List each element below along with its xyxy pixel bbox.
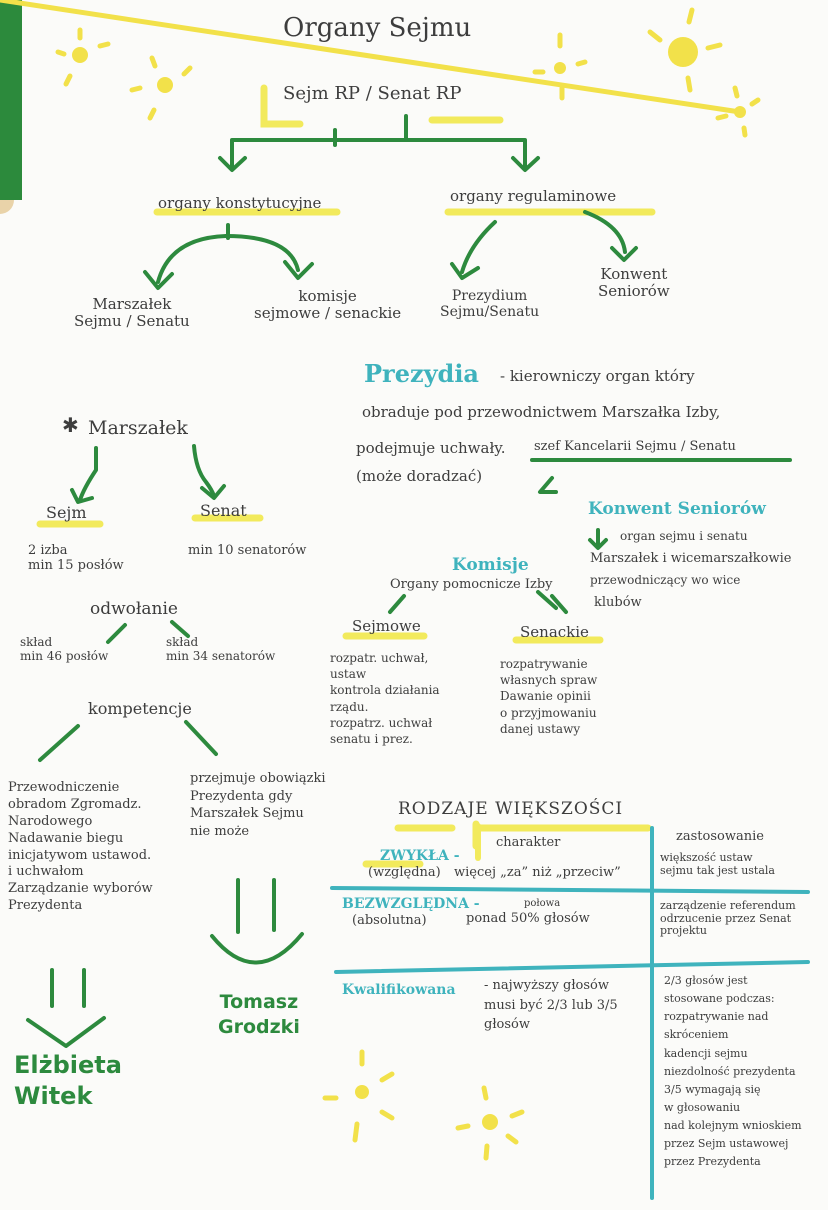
majority-row2-alt: (absolutna)	[352, 913, 427, 928]
prezydium-line3: podejmuje uchwały.	[356, 439, 506, 457]
majority-row1-char: więcej „za” niż „przeciw”	[454, 865, 621, 880]
highlight-marks	[36, 84, 656, 868]
marszalek-sejm-person: Elżbieta Witek	[14, 1051, 122, 1111]
majority-row3-name: Kwalifikowana	[342, 982, 456, 998]
komisje-sejmowe-label: Sejmowe	[352, 617, 421, 635]
prezydium-line3b: szef Kancelarii Sejmu / Senatu	[534, 439, 736, 454]
node-komisje: komisje sejmowe / senackie	[254, 287, 402, 323]
sun-icon	[532, 32, 588, 101]
konwent-line4: klubów	[594, 595, 642, 610]
majority-heading: RODZAJE WIĘKSZOŚCI	[398, 799, 624, 819]
sun-icon	[322, 1049, 395, 1143]
marszalek-sejm-label: Sejm	[46, 503, 87, 522]
konwent-line3: przewodniczący wo wice	[590, 573, 741, 587]
marszalek-star-icon: ✱	[62, 413, 79, 437]
sun-icon	[55, 27, 111, 87]
kompetencje-senat-list: przejmuje obowiązki Prezydenta gdy Marsz…	[190, 771, 326, 839]
marszalek-sejm-text: 2 izba min 15 posłów	[28, 543, 124, 573]
majority-row1-use: większość ustaw sejmu tak jest ustala	[660, 851, 775, 877]
odwolanie-sklad-sejm: skład min 46 posłów	[20, 635, 109, 663]
marszalek-senat-person: Tomasz Grodzki	[218, 991, 300, 1038]
odwolanie-sklad-senat: skład min 34 senatorów	[166, 635, 276, 663]
majority-row2-name: BEZWZGLĘDNA -	[342, 896, 480, 912]
node-marszalek: Marszałek Sejmu / Senatu	[74, 295, 190, 331]
branch-regulatory: organy regulaminowe	[450, 187, 617, 205]
kompetencje-sejm-list: Przewodniczenie obradom Zgromadz. Narodo…	[8, 780, 153, 914]
majority-row2-pre: połowa	[524, 898, 561, 909]
majority-table-lines	[330, 823, 810, 1200]
page-title: Organy Sejmu	[283, 13, 472, 43]
majority-row1-name: ZWYKŁA -	[380, 848, 460, 864]
prezydium-line2: obraduje pod przewodnictwem Marszałka Iz…	[362, 403, 721, 421]
konwent-line1: organ sejmu i senatu	[620, 529, 748, 543]
node-konwent: Konwent Seniorów	[598, 265, 670, 301]
majority-col-charakter: charakter	[496, 835, 561, 850]
majority-row2-char: ponad 50% głosów	[466, 911, 590, 926]
odwolanie-label: odwołanie	[90, 599, 178, 619]
page-subtitle: Sejm RP / Senat RP	[283, 83, 462, 104]
komisje-sejmowe-list: rozpatr. uchwał, ustaw kontrola działani…	[330, 651, 440, 746]
komisje-heading: Komisje	[452, 555, 529, 575]
majority-row1-alt: (względna)	[368, 865, 441, 880]
sun-icon	[0, 0, 761, 138]
sun-icon	[455, 1085, 525, 1161]
konwent-line2: Marszałek i wicemarszałkowie	[590, 551, 792, 566]
komisje-subheading: Organy pomocnicze Izby	[390, 577, 553, 592]
konwent-term: Konwent Seniorów	[588, 499, 766, 519]
majority-row3-char: - najwyższy głosów musi być 2/3 lub 3/5 …	[484, 978, 618, 1032]
majority-row2-use: zarządzenie referendum odrzucenie przez …	[660, 899, 796, 938]
sun-icon	[129, 55, 193, 121]
marszalek-senat-label: Senat	[200, 501, 247, 520]
majority-col-zastosowanie: zastosowanie	[676, 829, 764, 844]
majority-row3-use: 2/3 głosów jest stosowane podczas: rozpa…	[664, 974, 802, 1169]
marszalek-senat-text: min 10 senatorów	[188, 543, 307, 558]
marszalek-heading: Marszałek	[88, 417, 188, 439]
komisje-senackie-list: rozpatrywanie własnych spraw Dawanie opi…	[500, 657, 598, 736]
komisje-senackie-label: Senackie	[520, 623, 589, 641]
prezydium-term: Prezydia	[364, 359, 479, 388]
prezydium-line1: - kierowniczy organ który	[500, 367, 695, 385]
kompetencje-label: kompetencje	[88, 699, 192, 718]
node-prezydium: Prezydium Sejmu/Senatu	[440, 288, 540, 321]
branch-constitutional: organy konstytucyjne	[158, 194, 322, 212]
tree-arrows	[26, 114, 792, 1048]
prezydium-line4: (może doradzać)	[356, 467, 483, 485]
